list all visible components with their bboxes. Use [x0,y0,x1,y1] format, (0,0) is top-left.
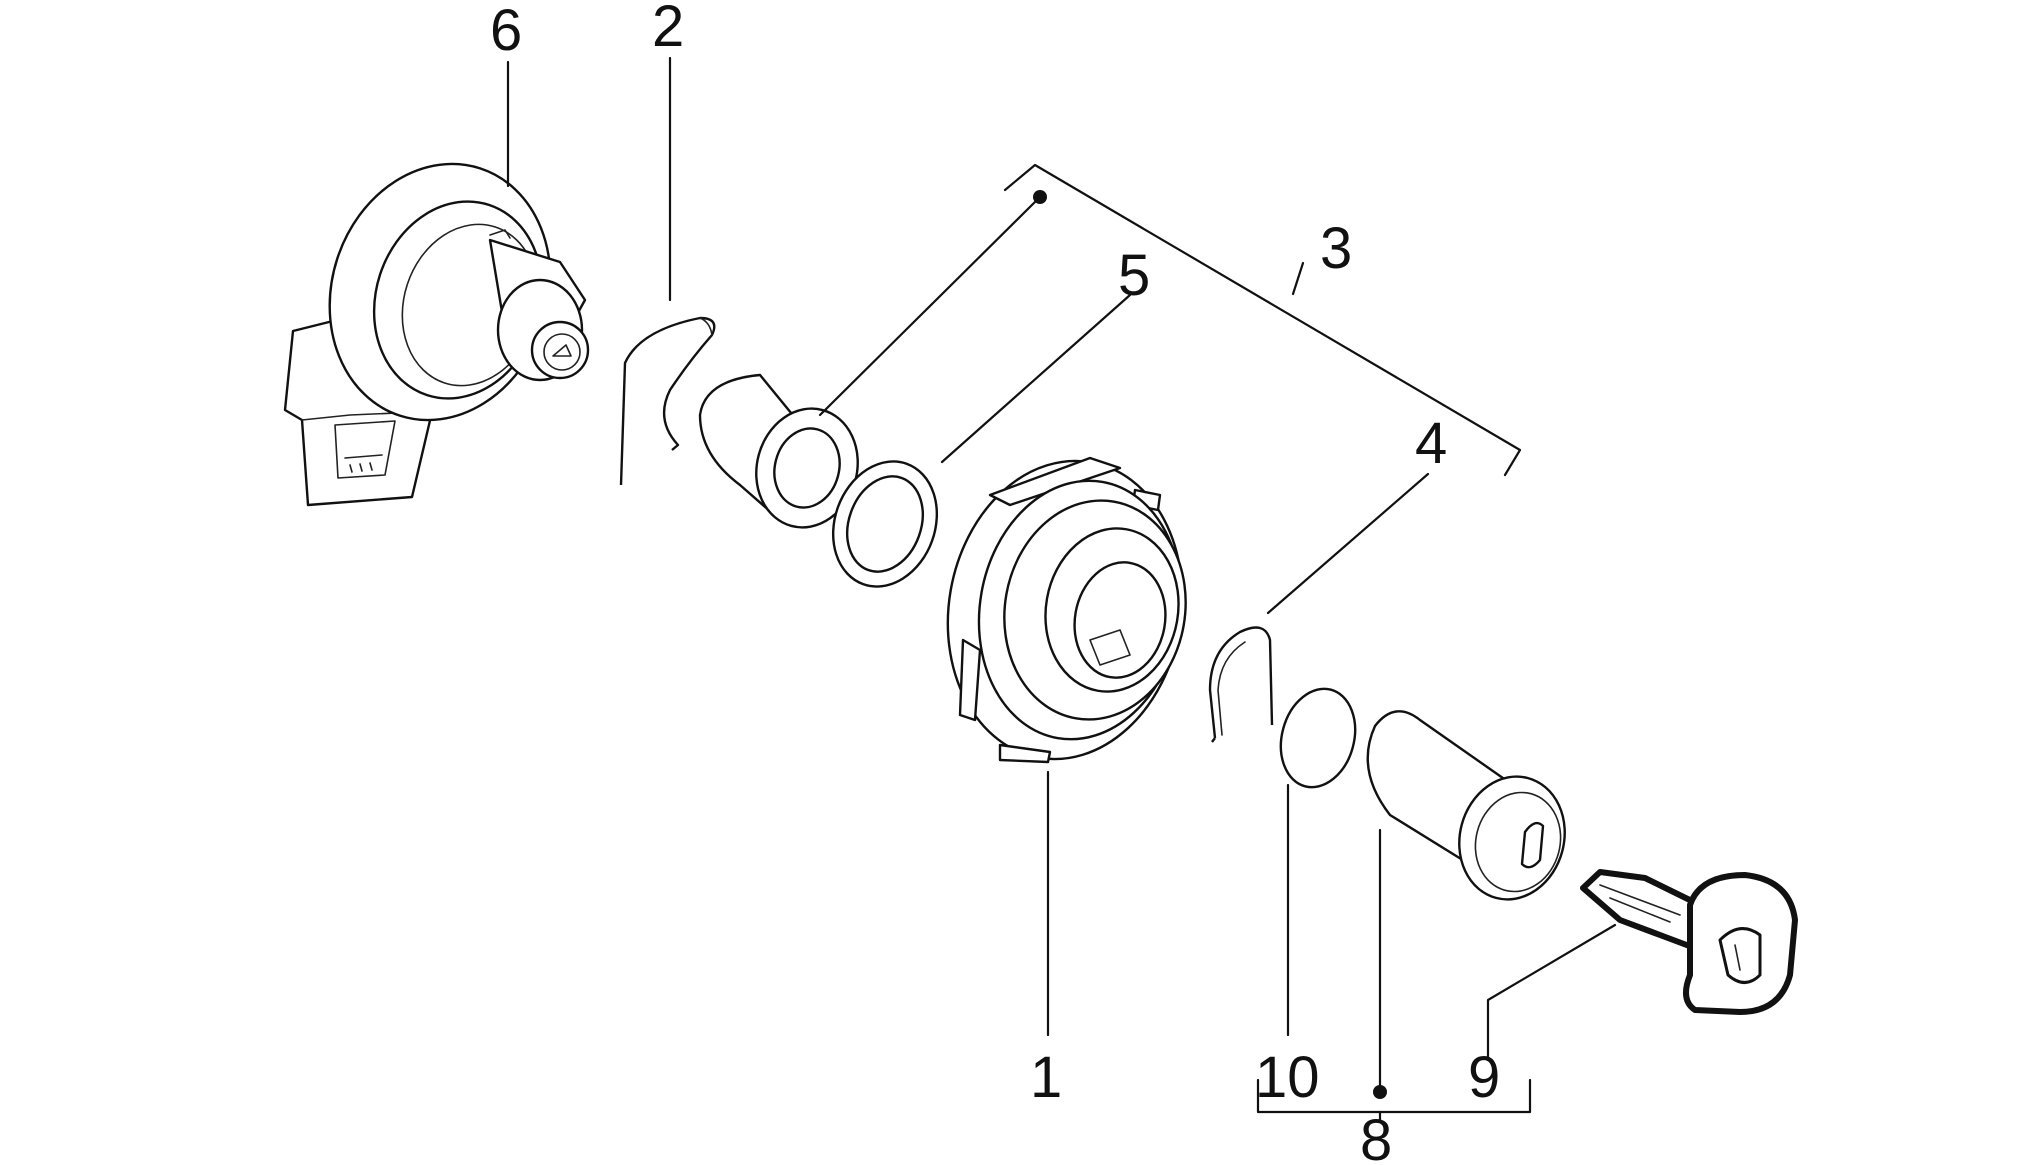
part-10-disc [1279,687,1357,789]
part-5-washer [831,460,939,588]
callout-6: 6 [490,0,522,63]
part-1-lock-body [946,456,1187,764]
callout-9: 9 [1468,1045,1500,1110]
set-3-dot [1033,190,1047,204]
part-4-spring-clip [1208,626,1274,743]
callout-8: 8 [1360,1108,1392,1165]
callout-5: 5 [1118,243,1150,308]
callout-1: 1 [1030,1045,1062,1110]
part-3-sleeve [698,373,859,529]
callout-2: 2 [652,0,684,59]
callout-10: 10 [1255,1045,1320,1110]
callout-labels: 6 2 5 3 4 1 10 9 8 [490,0,1500,1165]
callout-3: 3 [1320,216,1352,281]
part-8-cylinder [1366,710,1566,901]
callout-4: 4 [1415,411,1447,476]
leader-lines [506,56,1617,1124]
set-8-dot [1373,1085,1387,1099]
part-2-gasket [619,316,716,486]
part-9-key [1580,869,1798,1015]
part-6-switch-housing [283,162,590,507]
